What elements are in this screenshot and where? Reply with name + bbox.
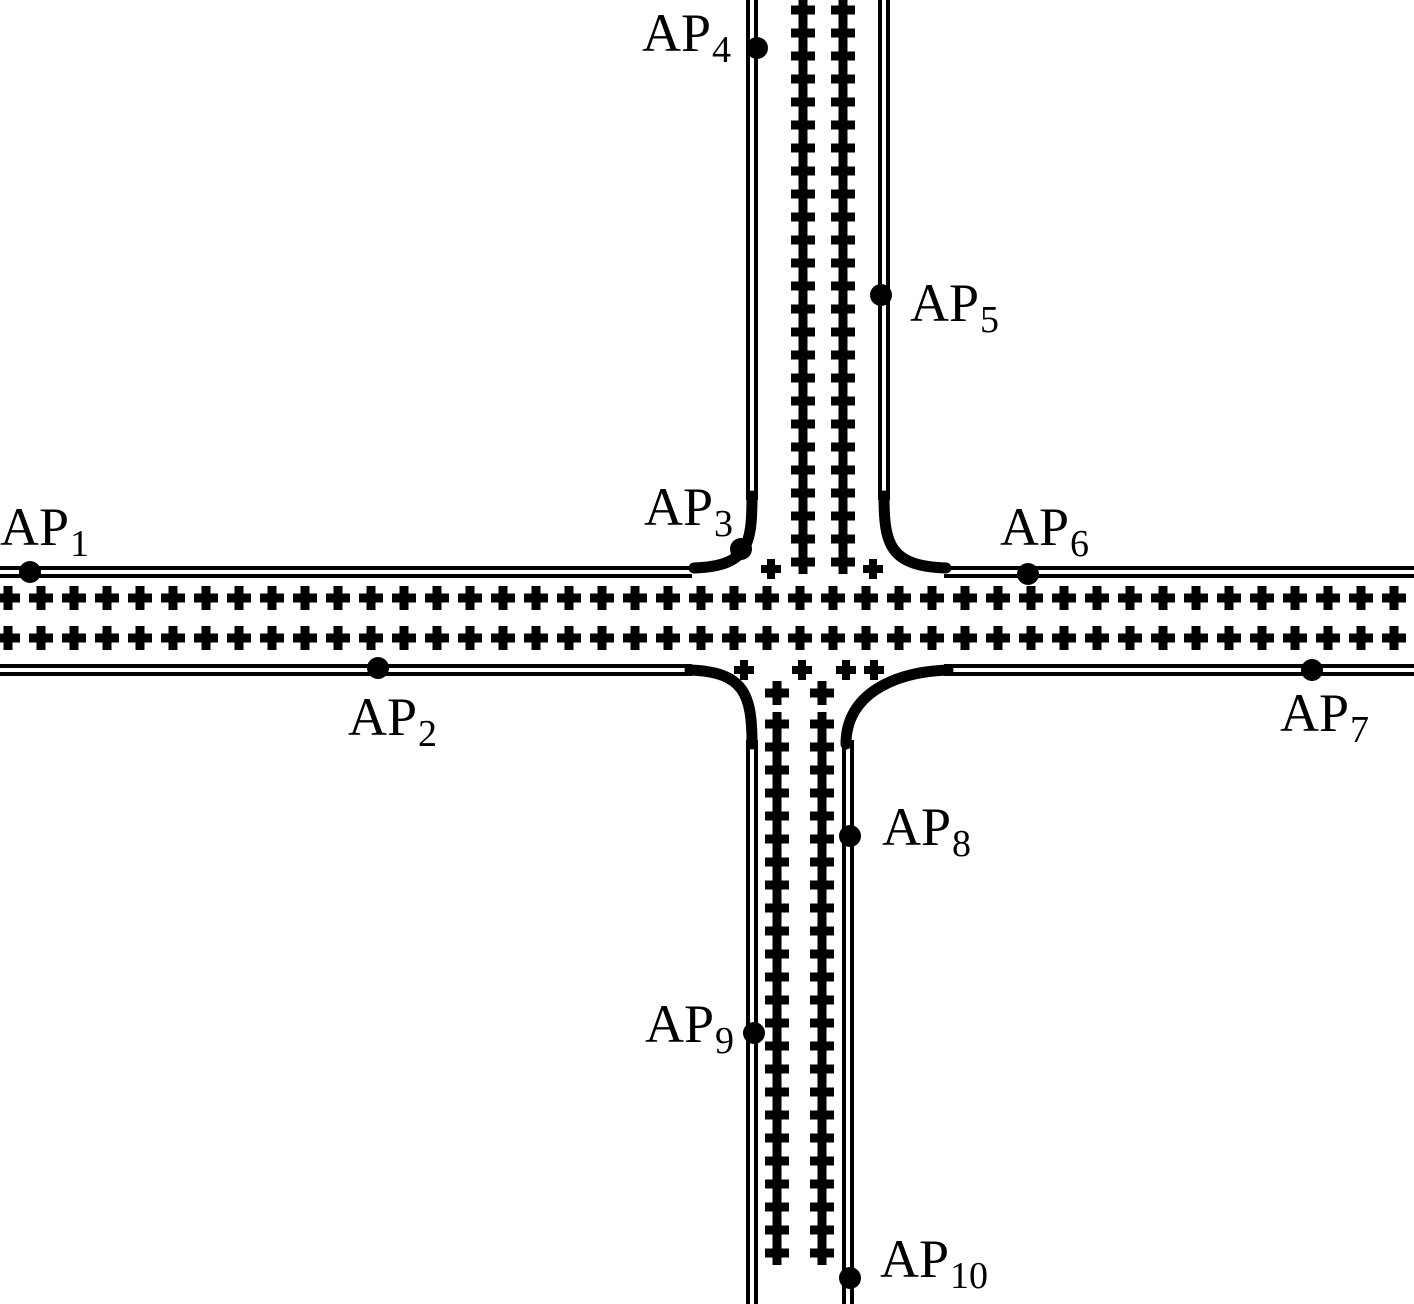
ap2-base: AP [348,687,418,747]
road-edge-horizontal-south-left [0,664,692,676]
road-edge-vertical-north-west [746,0,758,500]
corner-curve-southeast [840,664,954,750]
access-point-label-ap5: AP5 [910,276,999,339]
lane-markers-vertical-north-left [791,0,815,574]
ap3-subscript: 3 [714,502,734,545]
lane-markers-vertical-south-left [765,681,789,1265]
lane-markers-approach-north [761,559,883,579]
ap7-base: AP [1280,683,1350,743]
road-edge-vertical-south-east [842,740,854,1304]
lane-markers-horizontal-upper [0,586,1406,610]
road-edge-horizontal-north-right [944,566,1414,578]
ap3-base: AP [644,477,714,537]
access-point-dot-ap6 [1017,563,1039,585]
access-point-dot-ap9 [743,1022,765,1044]
access-point-label-ap6: AP6 [1000,500,1089,563]
road-edge-horizontal-north-left [0,566,692,578]
ap4-base: AP [642,3,712,63]
access-point-label-ap2: AP2 [348,690,437,753]
access-point-label-ap8: AP8 [882,800,971,863]
access-point-label-ap7: AP7 [1280,686,1369,749]
access-point-dot-ap5 [870,284,892,306]
access-point-dot-ap4 [746,37,768,59]
lane-markers-vertical-north-right [831,0,855,574]
ap7-subscript: 7 [1350,708,1370,751]
road-edge-vertical-north-east [878,0,890,500]
access-point-dot-ap3 [730,538,752,560]
access-point-dot-ap2 [367,657,389,679]
lane-markers-horizontal-lower [0,626,1406,650]
ap6-subscript: 6 [1070,522,1090,565]
access-point-dot-ap1 [19,561,41,583]
ap8-base: AP [882,797,952,857]
ap5-subscript: 5 [980,298,1000,341]
ap2-subscript: 2 [418,712,438,755]
road-edge-horizontal-south-right [944,664,1414,676]
access-point-label-ap10: AP10 [880,1232,988,1295]
ap8-subscript: 8 [952,822,972,865]
lane-markers-vertical-south-right [810,681,834,1265]
ap10-base: AP [880,1229,950,1289]
ap6-base: AP [1000,497,1070,557]
access-point-label-ap4: AP4 [642,6,731,69]
road-edge-vertical-south-west [746,740,758,1304]
access-point-label-ap1: AP1 [0,500,89,563]
access-point-label-ap3: AP3 [644,480,733,543]
lane-markers-approach-south [734,660,884,680]
ap5-base: AP [910,273,980,333]
ap1-base: AP [0,497,70,557]
access-point-dot-ap8 [839,825,861,847]
corner-curve-southwest [684,664,758,750]
corner-curve-northeast [878,490,952,574]
ap9-base: AP [645,994,715,1054]
ap10-subscript: 10 [950,1254,989,1297]
access-point-dot-ap7 [1301,659,1323,681]
access-point-dot-ap10 [839,1267,861,1289]
access-point-label-ap9: AP9 [645,997,734,1060]
ap1-subscript: 1 [70,522,90,565]
ap9-subscript: 9 [715,1019,735,1062]
ap4-subscript: 4 [712,28,732,71]
